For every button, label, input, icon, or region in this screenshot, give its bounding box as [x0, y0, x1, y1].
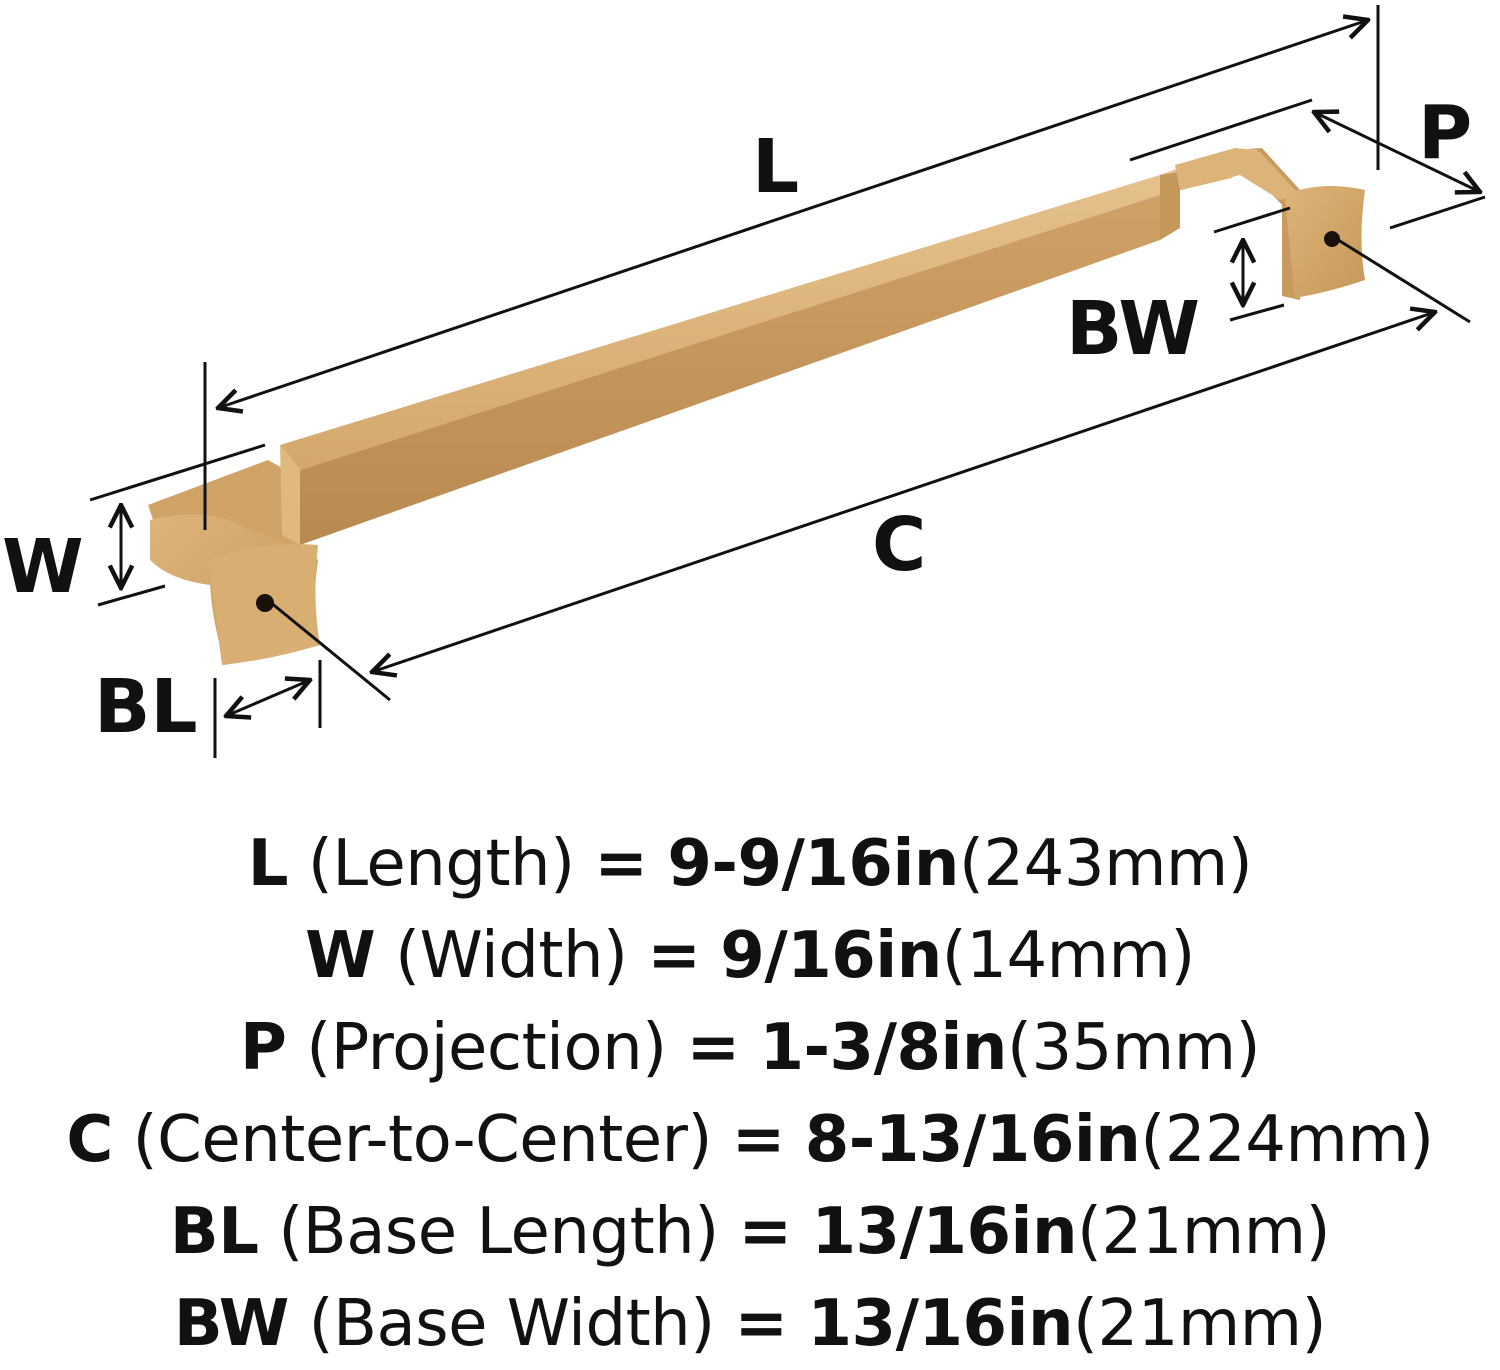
- label-W: W: [2, 524, 84, 610]
- spec-metric: (14mm): [941, 919, 1196, 993]
- spec-key: W: [305, 919, 376, 993]
- spec-equals: =: [734, 1287, 789, 1361]
- projection-ext-top: [1129, 98, 1313, 162]
- spec-imperial: 13/16in: [807, 1287, 1074, 1361]
- spec-imperial: 9-9/16in: [667, 827, 959, 901]
- projection-dimension-line: [1314, 112, 1480, 192]
- spec-row-width: W (Width) = 9/16in(14mm): [0, 910, 1500, 1002]
- spec-name: (Width): [395, 919, 628, 993]
- spec-row-center-to-center: C (Center-to-Center) = 8-13/16in(224mm): [0, 1094, 1500, 1186]
- base-width-ext-bottom: [1229, 303, 1285, 322]
- spec-row-base-length: BL (Base Length) = 13/16in(21mm): [0, 1186, 1500, 1278]
- spec-metric: (224mm): [1140, 1103, 1434, 1177]
- spec-metric: (21mm): [1073, 1287, 1327, 1361]
- center-extension-right: [1334, 236, 1471, 324]
- projection-ext-bottom: [1389, 195, 1486, 230]
- spec-row-base-width: BW (Base Width) = 13/16in(21mm): [0, 1278, 1500, 1370]
- spec-imperial: 8-13/16in: [804, 1103, 1141, 1177]
- label-BW: BW: [1066, 286, 1200, 372]
- dimension-spec-list: L (Length) = 9-9/16in(243mm) W (Width) =…: [0, 818, 1500, 1370]
- spec-key: BL: [169, 1195, 259, 1269]
- spec-metric: (35mm): [1006, 1011, 1261, 1085]
- width-ext-top: [89, 443, 266, 502]
- spec-equals: =: [738, 1195, 793, 1269]
- label-BL: BL: [94, 664, 198, 750]
- spec-name: (Base Width): [308, 1287, 716, 1361]
- spec-name: (Length): [307, 827, 575, 901]
- handle-left-collar: [280, 445, 300, 545]
- spec-imperial: 13/16in: [811, 1195, 1078, 1269]
- center-extension-left: [269, 600, 391, 702]
- spec-name: (Center-to-Center): [132, 1103, 713, 1177]
- spec-metric: (21mm): [1077, 1195, 1331, 1269]
- spec-row-projection: P (Projection) = 1-3/8in(35mm): [0, 1002, 1500, 1094]
- label-C: C: [872, 502, 926, 588]
- label-P: P: [1418, 90, 1472, 176]
- spec-imperial: 1-3/8in: [759, 1011, 1007, 1085]
- spec-equals: =: [731, 1103, 786, 1177]
- handle-right-collar: [1160, 172, 1180, 240]
- base-width-ext-top: [1213, 206, 1291, 234]
- spec-key: C: [66, 1103, 113, 1177]
- spec-equals: =: [686, 1011, 740, 1085]
- spec-key: BW: [173, 1287, 289, 1361]
- spec-equals: =: [594, 827, 648, 901]
- spec-imperial: 9/16in: [720, 919, 942, 993]
- spec-name: (Projection): [306, 1011, 667, 1085]
- center-dimension-line: [372, 312, 1435, 672]
- spec-key: L: [247, 827, 289, 901]
- dimension-diagram: L P BW C W BL: [2, 5, 1486, 758]
- spec-row-length: L (Length) = 9-9/16in(243mm): [0, 818, 1500, 910]
- width-ext-bottom: [97, 584, 166, 607]
- label-L: L: [752, 124, 799, 210]
- spec-name: (Base Length): [278, 1195, 719, 1269]
- base-length-dimension-line: [226, 680, 310, 716]
- handle-bar-front-face: [300, 195, 1160, 545]
- spec-metric: (243mm): [958, 827, 1253, 901]
- spec-key: P: [239, 1011, 287, 1085]
- spec-equals: =: [647, 919, 701, 993]
- left-screw-hole: [256, 594, 274, 612]
